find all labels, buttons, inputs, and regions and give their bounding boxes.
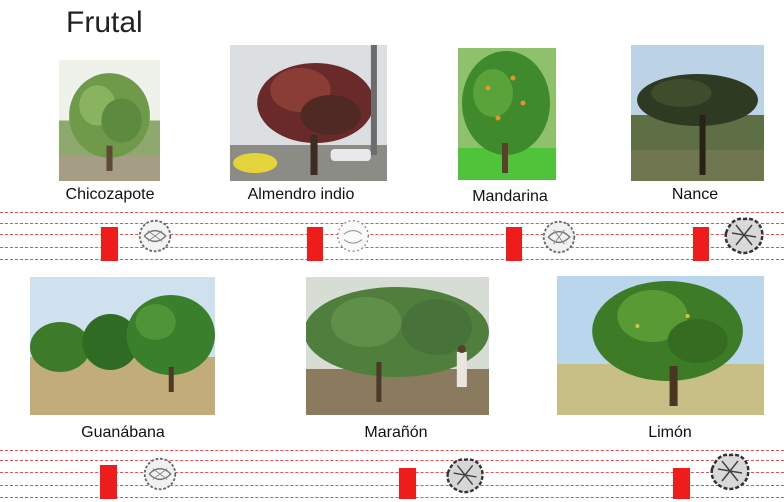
tree-label-maranon: Marañón: [364, 424, 428, 441]
photo-chicozapote: [59, 60, 160, 181]
crown-icon: [722, 215, 766, 255]
tree-photo-icon: [230, 45, 387, 181]
photo-nance: [631, 45, 764, 181]
guide-line: [0, 460, 784, 461]
tree-label-nance: Nance: [671, 186, 719, 203]
guide-line: [0, 497, 784, 498]
guide-line: [0, 212, 784, 213]
trunk-marker-chicozapote: [101, 227, 118, 261]
photo-guanabana: [30, 277, 215, 415]
tree-photo-icon: [30, 277, 215, 415]
trunk-marker-almendro-indio: [307, 227, 323, 261]
trunk-marker-mandarina: [506, 227, 522, 261]
trunk-marker-guanabana: [100, 465, 117, 499]
photo-maranon: [306, 277, 489, 415]
height-guide-band-2: [0, 450, 784, 500]
guide-line: [0, 247, 784, 248]
trunk-marker-nance: [693, 227, 709, 261]
guide-line: [0, 259, 784, 260]
photo-mandarina: [458, 48, 556, 180]
tree-photo-icon: [458, 48, 556, 180]
crown-icon: [540, 219, 578, 255]
guide-line: [0, 450, 784, 451]
tree-label-guanabana: Guanábana: [81, 424, 165, 441]
tree-photo-icon: [631, 45, 764, 181]
photo-almendro-indio: [230, 45, 387, 181]
photo-limon: [557, 276, 764, 415]
guide-line: [0, 234, 784, 235]
crown-icon: [444, 455, 486, 495]
height-guide-band-1: [0, 212, 784, 262]
trunk-marker-limon: [673, 468, 690, 499]
crown-icon: [136, 218, 174, 254]
trunk-marker-maranon: [399, 468, 416, 499]
tree-photo-icon: [557, 276, 764, 415]
tree-label-mandarina: Mandarina: [472, 188, 548, 205]
tree-label-chicozapote: Chicozapote: [65, 186, 155, 203]
guide-line: [0, 223, 784, 224]
page-title: Frutal: [66, 6, 143, 39]
tree-label-limon: Limón: [648, 424, 692, 441]
tree-photo-icon: [306, 277, 489, 415]
crown-icon: [141, 456, 179, 492]
crown-icon: [708, 451, 752, 491]
guide-line: [0, 472, 784, 473]
guide-line: [0, 485, 784, 486]
tree-label-almendro-indio: Almendro indio: [247, 186, 355, 203]
crown-icon: [334, 218, 372, 254]
tree-photo-icon: [59, 60, 160, 181]
